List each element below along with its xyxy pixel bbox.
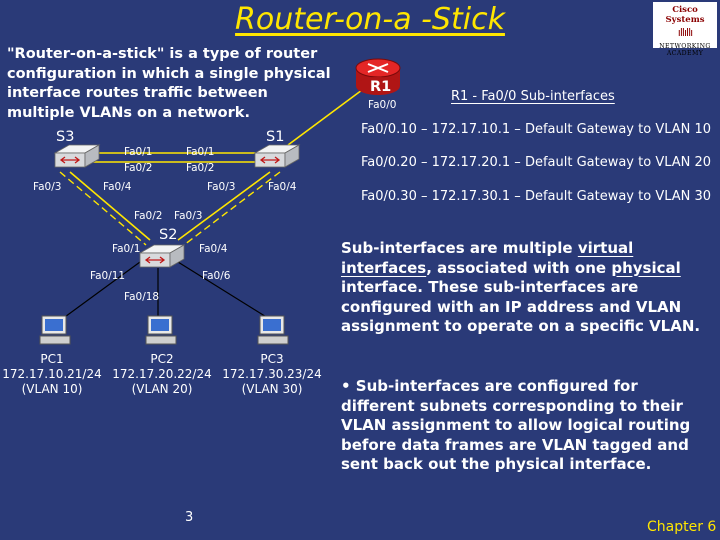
switch-name-s2: S2	[159, 227, 178, 243]
text-span: interface. These sub-interfaces are conf…	[341, 278, 701, 335]
link-s1-s2	[177, 171, 271, 241]
port-label: Fa0/2	[124, 162, 153, 174]
explanation-paragraph-2: • Sub-interfaces are configured for diff…	[341, 377, 691, 473]
switch-icon-s3	[53, 144, 101, 168]
host-pc1: PC1 172.17.10.21/24 (VLAN 10)	[2, 352, 102, 397]
host-name: PC1	[40, 352, 64, 366]
port-label: Fa0/1	[112, 243, 141, 255]
port-label: Fa0/6	[202, 270, 231, 282]
host-vlan: (VLAN 10)	[21, 382, 83, 396]
switch-name-s3: S3	[56, 129, 75, 145]
host-name: PC3	[260, 352, 284, 366]
port-label: Fa0/3	[33, 181, 62, 193]
intro-text: "Router-on-a-stick" is a type of router …	[7, 46, 331, 121]
link-s3-s2-dashed	[59, 171, 147, 246]
access-links	[57, 261, 269, 323]
switch-icon-s2	[138, 244, 186, 268]
router-name: R1	[370, 79, 392, 95]
host-ip: 172.17.10.21/24	[2, 367, 102, 381]
explanation-paragraph-1: Sub-interfaces are multiple virtual inte…	[341, 239, 711, 337]
port-label: Fa0/2	[186, 162, 215, 174]
switch-icon-s1	[253, 144, 301, 168]
port-label: Fa0/4	[199, 243, 228, 255]
link-s1-router	[287, 89, 363, 146]
port-label: Fa0/1	[186, 146, 215, 158]
port-label: Fa0/4	[268, 181, 297, 193]
port-label: Fa0/4	[103, 181, 132, 193]
cisco-logo: Cisco Systems ıllıllı NETWORKING ACADEMY	[653, 2, 717, 57]
link-s2-pc1	[57, 261, 141, 323]
text-span: Sub-interfaces are multiple	[341, 239, 578, 257]
logo-bottom-text: NETWORKING ACADEMY	[659, 43, 711, 57]
crossover-links	[59, 171, 281, 246]
port-label: Fa0/1	[124, 146, 153, 158]
port-label: Fa0/3	[174, 210, 203, 222]
host-vlan: (VLAN 30)	[241, 382, 303, 396]
host-pc2: PC2 172.17.20.22/24 (VLAN 20)	[110, 352, 214, 397]
switch-name-s1: S1	[266, 129, 285, 145]
pc-icon-pc2	[145, 315, 177, 345]
chapter-label: Chapter 6	[647, 519, 717, 535]
port-label: Fa0/2	[134, 210, 163, 222]
host-vlan: (VLAN 20)	[131, 382, 193, 396]
router-icon	[355, 58, 401, 95]
logo-top-text: Cisco Systems	[665, 5, 705, 25]
subinterface-entry: Fa0/0.20 – 172.17.20.1 – Default Gateway…	[361, 155, 712, 170]
pc-icon-pc1	[39, 315, 71, 345]
port-label: Fa0/3	[207, 181, 236, 193]
link-s1-s2-dashed	[183, 171, 281, 246]
physical-term: physical	[611, 258, 681, 277]
text-span: , associated with one	[426, 258, 612, 277]
cisco-bars-icon: ıllıllı	[677, 26, 693, 39]
slide-title: Router-on-a -Stick	[235, 2, 505, 37]
host-pc3: PC3 172.17.30.23/24 (VLAN 30)	[220, 352, 324, 397]
host-ip: 172.17.20.22/24	[112, 367, 212, 381]
subinterface-entry: Fa0/0.10 – 172.17.10.1 – Default Gateway…	[361, 122, 712, 137]
page-number: 3	[185, 510, 194, 525]
port-label: Fa0/18	[124, 291, 160, 303]
virtual-interfaces-term: virtual interfaces	[341, 239, 634, 277]
router-port-label: Fa0/0	[368, 99, 397, 111]
pc-icon-pc3	[257, 315, 289, 345]
subinterface-entry: Fa0/0.30 – 172.17.30.1 – Default Gateway…	[361, 189, 712, 204]
link-s3-s2	[69, 171, 151, 241]
port-label: Fa0/11	[90, 270, 126, 282]
subinterfaces-heading: R1 - Fa0/0 Sub-interfaces	[451, 89, 615, 104]
host-name: PC2	[150, 352, 174, 366]
trunk-links	[69, 89, 363, 241]
host-ip: 172.17.30.23/24	[222, 367, 322, 381]
link-s2-pc3	[177, 261, 269, 319]
